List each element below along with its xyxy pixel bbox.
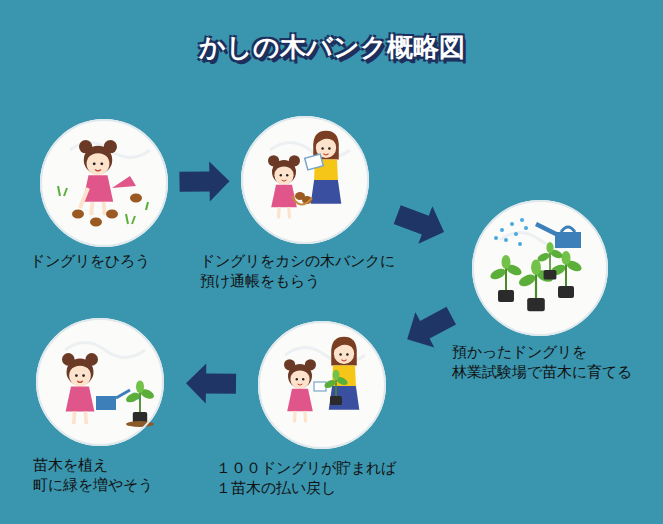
- circle-outline: [472, 200, 608, 336]
- step-circle: １００ドングリが貯まれば １苗木の払い戻し: [258, 321, 386, 449]
- step-caption: 苗木を植え 町に緑を増やそう: [33, 456, 153, 495]
- step-circle: 預かったドングリを 林業試験場で苗木に育てる: [472, 200, 608, 336]
- step-circle: ドングリをひろう: [40, 119, 168, 247]
- step-circle: ドングリをカシの木バンクに 預け通帳をもらう: [241, 116, 369, 244]
- flow-arrow: [407, 307, 456, 348]
- step-caption: ドングリをひろう: [30, 252, 150, 272]
- step-caption: １００ドングリが貯まれば １苗木の払い戻し: [216, 459, 396, 498]
- flow-arrow: [179, 161, 229, 201]
- step-circle: 苗木を植え 町に緑を増やそう: [36, 318, 164, 446]
- circle-outline: [241, 116, 369, 244]
- diagram-title: かしの木バンク概略図: [0, 30, 663, 65]
- step-caption: 預かったドングリを 林業試験場で苗木に育てる: [452, 343, 632, 382]
- circle-border: [242, 117, 368, 243]
- circle-border: [37, 319, 163, 445]
- flow-arrow: [394, 205, 444, 244]
- circle-border: [473, 201, 607, 335]
- circle-border: [41, 120, 167, 246]
- circle-outline: [258, 321, 386, 449]
- circle-outline: [40, 119, 168, 247]
- circle-outline: [36, 318, 164, 446]
- circle-border: [259, 322, 385, 448]
- flow-arrow: [186, 363, 236, 403]
- step-caption: ドングリをカシの木バンクに 預け通帳をもらう: [200, 252, 395, 291]
